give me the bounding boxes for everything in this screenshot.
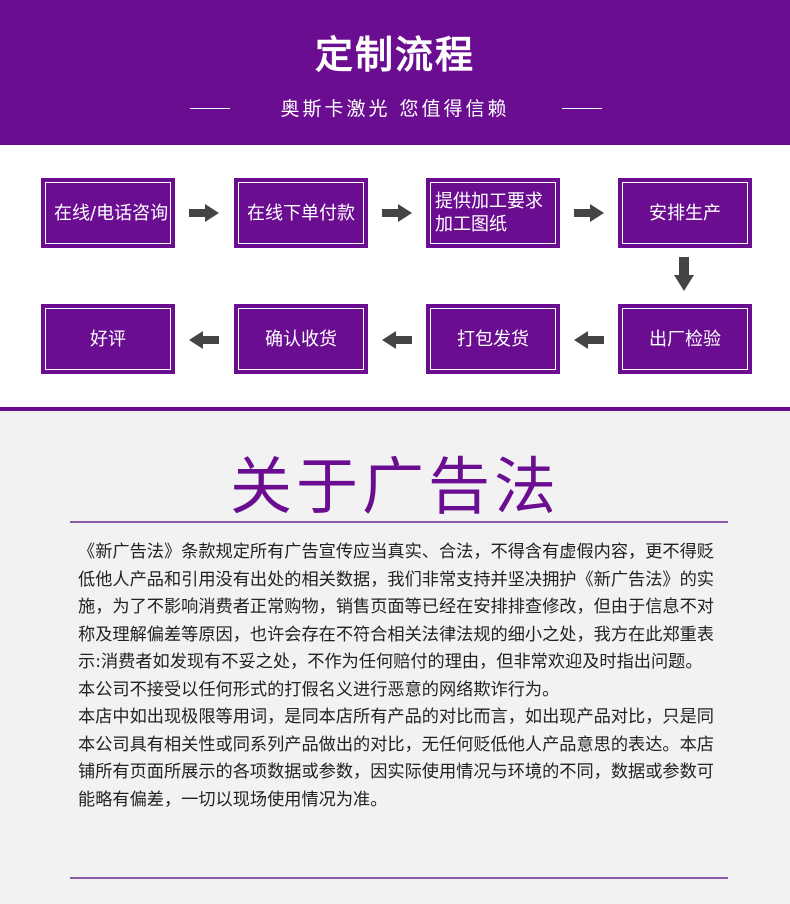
- step-provide-drawings: 提供加工要求加工图纸: [426, 178, 560, 248]
- step-label: 好评: [45, 308, 171, 370]
- ad-law-section: 关于广告法 《新广告法》条款规定所有广告宣传应当真实、合法，不得含有虚假内容，更…: [0, 411, 790, 904]
- arrow-left-icon: [382, 331, 412, 349]
- ad-law-text: 《新广告法》条款规定所有广告宣传应当真实、合法，不得含有虚假内容，更不得贬低他人…: [78, 539, 718, 814]
- header-banner: 定制流程 奥斯卡激光 您值得信赖: [0, 0, 790, 145]
- step-review: 好评: [41, 304, 175, 374]
- arrow-down-icon: [674, 257, 694, 291]
- step-label: 确认收货: [238, 308, 364, 370]
- page-subtitle: 奥斯卡激光 您值得信赖: [280, 98, 510, 120]
- subtitle-line-right: [562, 108, 602, 109]
- process-flow: 在线/电话咨询 在线下单付款 提供加工要求加工图纸 安排生产 出厂检验 打包发货…: [0, 145, 790, 407]
- step-label: 安排生产: [622, 182, 748, 244]
- step-production: 安排生产: [618, 178, 752, 248]
- step-inspection: 出厂检验: [618, 304, 752, 374]
- subtitle-line-left: [190, 108, 230, 109]
- ad-law-paragraph: 本店中如出现极限等用词，是同本店所有产品的对比而言，如出现产品对比，只是同本公司…: [78, 707, 714, 810]
- arrow-right-icon: [189, 204, 219, 222]
- section-divider: [0, 407, 790, 411]
- step-label: 打包发货: [430, 308, 556, 370]
- step-label: 出厂检验: [622, 308, 748, 370]
- page-title: 定制流程: [314, 33, 475, 77]
- step-label: 提供加工要求加工图纸: [430, 182, 556, 244]
- bottom-rule: [70, 877, 728, 879]
- arrow-left-icon: [189, 331, 219, 349]
- step-packing: 打包发货: [426, 304, 560, 374]
- arrow-left-icon: [574, 331, 604, 349]
- step-order-pay: 在线下单付款: [234, 178, 368, 248]
- step-label: 在线/电话咨询: [45, 182, 171, 244]
- ad-law-paragraph: 《新广告法》条款规定所有广告宣传应当真实、合法，不得含有虚假内容，更不得贬低他人…: [78, 542, 714, 700]
- arrow-right-icon: [574, 204, 604, 222]
- title-rule: [70, 521, 728, 523]
- ad-law-title: 关于广告法: [229, 450, 560, 523]
- step-label: 在线下单付款: [238, 182, 364, 244]
- step-consult: 在线/电话咨询: [41, 178, 175, 248]
- step-confirm-receipt: 确认收货: [234, 304, 368, 374]
- arrow-right-icon: [382, 204, 412, 222]
